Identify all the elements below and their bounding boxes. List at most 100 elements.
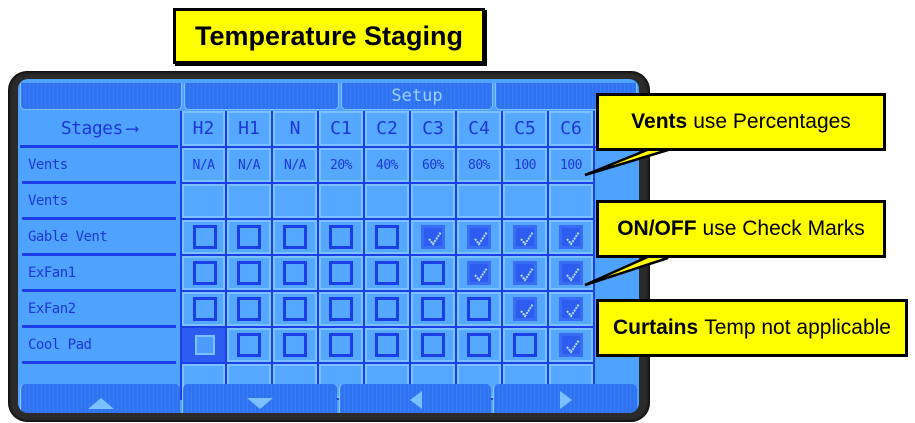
stage-value-cell[interactable]: N/A — [273, 148, 319, 184]
checkbox-unchecked[interactable] — [329, 297, 353, 321]
grid-cell[interactable] — [549, 328, 595, 364]
checkbox-checked[interactable] — [513, 225, 537, 249]
tab-1[interactable] — [20, 83, 182, 110]
row-label: ExFan2 — [22, 292, 176, 328]
stage-value-cell[interactable]: 40% — [365, 148, 411, 184]
checkbox-unchecked[interactable] — [421, 333, 445, 357]
checkbox-unchecked[interactable] — [421, 261, 445, 285]
checkbox-unchecked[interactable] — [237, 261, 261, 285]
stage-value-cell[interactable]: 80% — [457, 148, 503, 184]
checkbox-checked[interactable] — [513, 297, 537, 321]
check-mark-icon — [520, 267, 534, 282]
grid-cell[interactable] — [457, 220, 503, 256]
check-mark-icon — [566, 231, 580, 246]
checkbox-unchecked[interactable] — [513, 333, 537, 357]
checkbox-unchecked[interactable] — [375, 297, 399, 321]
grid-cell — [273, 184, 319, 220]
checkbox-unchecked[interactable] — [237, 333, 261, 357]
grid-cell[interactable] — [503, 292, 549, 328]
stage-value-cell[interactable]: N/A — [180, 148, 227, 184]
grid-cell[interactable] — [319, 220, 365, 256]
grid-cell[interactable] — [273, 220, 319, 256]
check-mark-icon — [566, 339, 580, 354]
grid-cell[interactable] — [365, 292, 411, 328]
column-header-c6: C6 — [549, 111, 595, 148]
checkbox-unchecked[interactable] — [375, 333, 399, 357]
checkbox-unchecked[interactable] — [283, 333, 307, 357]
checkbox-unchecked[interactable] — [194, 335, 215, 355]
grid-cell[interactable] — [503, 328, 549, 364]
check-mark-icon — [474, 231, 488, 246]
checkbox-unchecked[interactable] — [329, 261, 353, 285]
grid-cell[interactable] — [273, 328, 319, 364]
checkbox-checked[interactable] — [559, 333, 583, 357]
grid-cell[interactable] — [549, 256, 595, 292]
grid-cell[interactable] — [549, 220, 595, 256]
grid-cell[interactable] — [227, 292, 273, 328]
checkbox-unchecked[interactable] — [237, 297, 261, 321]
grid-cell[interactable] — [411, 292, 457, 328]
checkbox-unchecked[interactable] — [329, 225, 353, 249]
nav-up-button[interactable] — [20, 384, 180, 413]
grid-cell[interactable] — [227, 220, 273, 256]
grid-cell[interactable] — [365, 256, 411, 292]
tab-setup[interactable]: Setup — [341, 83, 493, 110]
stage-value-cell[interactable]: 60% — [411, 148, 457, 184]
checkbox-checked[interactable] — [467, 261, 491, 285]
triangle-down-icon — [247, 398, 273, 409]
checkbox-unchecked[interactable] — [329, 333, 353, 357]
stage-value-cell[interactable]: 100 — [503, 148, 549, 184]
nav-down-button[interactable] — [182, 384, 337, 413]
grid-cell[interactable] — [319, 328, 365, 364]
grid-cell[interactable] — [319, 292, 365, 328]
nav-right-button[interactable] — [493, 384, 637, 413]
grid-cell[interactable] — [503, 220, 549, 256]
grid-cell[interactable] — [273, 292, 319, 328]
stage-value-cell[interactable]: 20% — [319, 148, 365, 184]
grid-cell[interactable] — [411, 256, 457, 292]
checkbox-checked[interactable] — [559, 261, 583, 285]
checkbox-checked[interactable] — [513, 261, 537, 285]
grid-cell[interactable] — [503, 256, 549, 292]
grid-cell[interactable] — [457, 328, 503, 364]
grid-cell[interactable] — [180, 220, 227, 256]
grid-cell[interactable] — [411, 220, 457, 256]
grid-cell[interactable] — [273, 256, 319, 292]
checkbox-unchecked[interactable] — [283, 261, 307, 285]
grid-cell[interactable] — [457, 256, 503, 292]
grid-cell[interactable] — [549, 292, 595, 328]
checkbox-checked[interactable] — [421, 225, 445, 249]
grid-cell[interactable] — [180, 256, 227, 292]
grid-cell[interactable] — [180, 292, 227, 328]
checkbox-checked[interactable] — [467, 225, 491, 249]
grid-cell[interactable] — [365, 328, 411, 364]
checkbox-checked[interactable] — [559, 225, 583, 249]
checkbox-checked[interactable] — [559, 297, 583, 321]
checkbox-unchecked[interactable] — [192, 225, 217, 249]
check-mark-icon — [474, 267, 488, 282]
callout-pointer — [584, 253, 669, 287]
stage-value-cell[interactable]: N/A — [227, 148, 273, 184]
checkbox-unchecked[interactable] — [375, 225, 399, 249]
checkbox-unchecked[interactable] — [421, 297, 445, 321]
grid-cell[interactable] — [319, 256, 365, 292]
checkbox-unchecked[interactable] — [283, 225, 307, 249]
grid-cell[interactable] — [180, 328, 227, 364]
checkbox-unchecked[interactable] — [283, 297, 307, 321]
grid-cell[interactable] — [457, 292, 503, 328]
checkbox-unchecked[interactable] — [375, 261, 399, 285]
callout-bold: Vents — [631, 110, 688, 133]
checkbox-unchecked[interactable] — [467, 297, 491, 321]
nav-left-button[interactable] — [339, 384, 491, 413]
grid-cell[interactable] — [227, 328, 273, 364]
checkbox-unchecked[interactable] — [192, 297, 217, 321]
tab-2[interactable] — [184, 83, 339, 110]
checkbox-unchecked[interactable] — [192, 261, 217, 285]
stage-value-cell[interactable]: 100 — [549, 148, 595, 184]
grid-cell[interactable] — [365, 220, 411, 256]
checkbox-unchecked[interactable] — [237, 225, 261, 249]
grid-cell[interactable] — [411, 328, 457, 364]
grid-cell — [503, 184, 549, 220]
grid-cell[interactable] — [227, 256, 273, 292]
checkbox-unchecked[interactable] — [467, 333, 491, 357]
